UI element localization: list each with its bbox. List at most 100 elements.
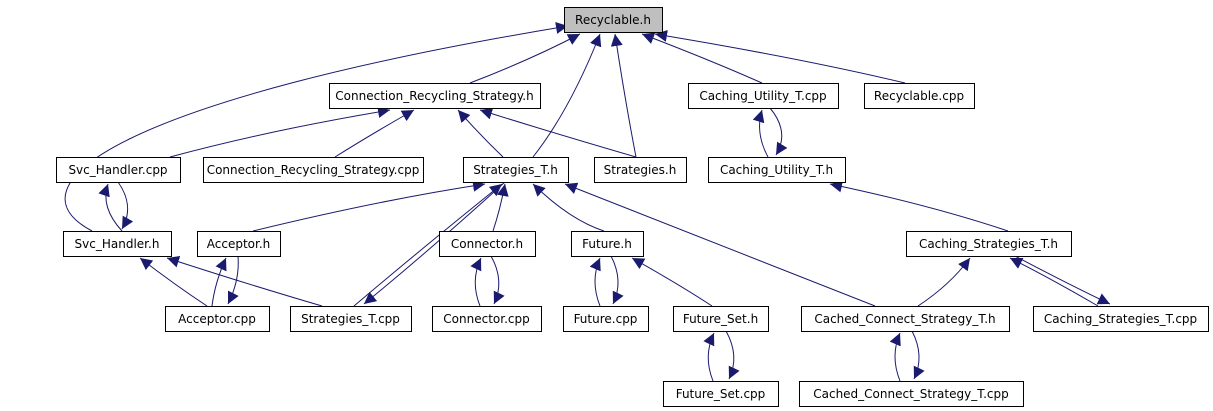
node-box <box>708 157 846 183</box>
node-label: Future_Set.h <box>683 312 758 326</box>
edge-svc-handler-h-to-svc-handler-cpp <box>98 183 123 232</box>
edge-caching-utility-cpp-to-caching-utility-h <box>769 107 788 156</box>
node-label: Future.h <box>582 237 632 251</box>
node-box <box>799 381 1024 407</box>
node-label: Caching_Utility_T.h <box>720 163 833 177</box>
node-strategies-t-cpp[interactable]: Strategies_T.cpp <box>290 306 412 332</box>
edge-conn-recycling-cpp-to-conn-recycling-h <box>334 109 415 158</box>
node-box <box>463 157 569 183</box>
edge-cached-connect-cpp-to-cached-connect-h <box>889 332 901 382</box>
edge-recyclable-cpp-to-recyclable-h <box>654 30 906 84</box>
node-conn-recycling-cpp[interactable]: Connection_Recycling_Strategy.cpp <box>203 157 424 183</box>
edge-caching-utility-cpp-to-recyclable-h <box>641 32 763 84</box>
edge-connector-h-to-strategies-t-h <box>492 183 509 232</box>
node-box <box>663 381 779 407</box>
edge-strategies-t-h-to-strategies-t-cpp <box>363 181 506 305</box>
node-label: Caching_Utility_T.cpp <box>699 89 826 103</box>
edge-future-set-cpp-to-future-set-h <box>703 332 715 382</box>
node-conn-recycling-h[interactable]: Connection_Recycling_Strategy.h <box>329 83 541 109</box>
node-box <box>165 306 270 332</box>
edge-strategies-t-h-to-recyclable-h <box>532 33 602 158</box>
edge-cached-connect-h-to-strategies-t-h <box>564 182 876 307</box>
node-future-h[interactable]: Future.h <box>571 231 644 257</box>
node-acceptor-h[interactable]: Acceptor.h <box>197 231 281 257</box>
node-svc-handler-h[interactable]: Svc_Handler.h <box>63 231 172 257</box>
node-caching-utility-cpp[interactable]: Caching_Utility_T.cpp <box>688 83 839 109</box>
node-caching-strategies-cpp[interactable]: Caching_Strategies_T.cpp <box>1033 306 1209 332</box>
node-label: Acceptor.cpp <box>178 312 256 326</box>
node-strategies-t-h[interactable]: Strategies_T.h <box>463 157 569 183</box>
node-connector-cpp[interactable]: Connector.cpp <box>432 306 542 332</box>
edge-svc-handler-h-to-recyclable-h <box>64 22 569 232</box>
nodes-layer: Recyclable.hConnection_Recycling_Strateg… <box>56 7 1209 407</box>
node-acceptor-cpp[interactable]: Acceptor.cpp <box>165 306 270 332</box>
node-label: Future.cpp <box>574 312 638 326</box>
node-future-cpp[interactable]: Future.cpp <box>563 306 649 332</box>
node-box <box>329 83 541 109</box>
node-label: Svc_Handler.h <box>75 237 160 251</box>
node-recyclable-h[interactable]: Recyclable.h <box>564 7 663 33</box>
node-box <box>673 306 769 332</box>
node-label: Future_Set.cpp <box>676 387 766 401</box>
edge-strategies-t-h-to-conn-recycling-h <box>457 109 504 158</box>
edge-strategies-h-to-conn-recycling-h <box>479 107 637 158</box>
node-cached-connect-cpp[interactable]: Cached_Connect_Strategy_T.cpp <box>799 381 1024 407</box>
node-label: Strategies.h <box>604 163 677 177</box>
node-box <box>197 231 281 257</box>
node-box <box>594 157 687 183</box>
node-box <box>864 83 975 109</box>
node-label: Cached_Connect_Strategy_T.cpp <box>813 387 1009 401</box>
node-box <box>63 231 172 257</box>
node-label: Connection_Recycling_Strategy.h <box>335 89 533 103</box>
edge-strategies-t-cpp-to-svc-handler-h <box>166 256 323 307</box>
edge-strategies-h-to-recyclable-h <box>610 33 637 158</box>
edge-cached-connect-h-to-cached-connect-cpp <box>911 330 925 380</box>
edges-layer <box>64 22 1111 382</box>
node-box <box>563 306 649 332</box>
edge-conn-recycling-h-to-recyclable-h <box>469 33 581 84</box>
node-box <box>1033 306 1209 332</box>
node-label: Recyclable.h <box>575 13 651 27</box>
edge-acceptor-cpp-to-acceptor-h <box>211 257 227 307</box>
node-svc-handler-cpp[interactable]: Svc_Handler.cpp <box>56 157 181 183</box>
node-box <box>439 231 536 257</box>
node-label: Strategies_T.h <box>473 163 558 177</box>
edge-caching-strategies-cpp-to-caching-strategies-h <box>1009 257 1099 307</box>
node-caching-strategies-h[interactable]: Caching_Strategies_T.h <box>906 231 1072 257</box>
edge-acceptor-h-to-strategies-t-h <box>252 179 486 232</box>
edge-future-cpp-to-future-h <box>589 257 601 307</box>
node-label: Recyclable.cpp <box>874 89 964 103</box>
node-strategies-h[interactable]: Strategies.h <box>594 157 687 183</box>
edge-caching-strategies-h-to-caching-utility-h <box>829 180 1009 232</box>
node-label: Connection_Recycling_Strategy.cpp <box>207 163 420 177</box>
edge-connector-h-to-connector-cpp <box>490 255 505 305</box>
edge-connector-cpp-to-connector-h <box>470 257 482 307</box>
node-label: Caching_Strategies_T.h <box>919 237 1058 251</box>
node-future-set-cpp[interactable]: Future_Set.cpp <box>663 381 779 407</box>
node-label: Cached_Connect_Strategy_T.h <box>814 312 995 326</box>
edge-svc-handler-cpp-to-conn-recycling-h <box>169 106 391 158</box>
node-box <box>290 306 412 332</box>
node-box <box>688 83 839 109</box>
node-cached-connect-h[interactable]: Cached_Connect_Strategy_T.h <box>801 306 1010 332</box>
node-recyclable-cpp[interactable]: Recyclable.cpp <box>864 83 975 109</box>
node-label: Caching_Strategies_T.cpp <box>1044 312 1197 326</box>
node-box <box>571 231 644 257</box>
edge-future-h-to-strategies-t-h <box>532 183 605 232</box>
edge-acceptor-h-to-acceptor-cpp <box>227 255 239 305</box>
node-label: Connector.h <box>451 237 523 251</box>
node-box <box>432 306 542 332</box>
node-box <box>203 157 424 183</box>
node-label: Acceptor.h <box>207 237 271 251</box>
node-label: Svc_Handler.cpp <box>68 163 167 177</box>
edge-caching-strategies-h-to-caching-strategies-cpp <box>1014 255 1111 305</box>
node-caching-utility-h[interactable]: Caching_Utility_T.h <box>708 157 846 183</box>
edge-acceptor-cpp-to-svc-handler-h <box>139 257 208 307</box>
edge-future-h-to-future-cpp <box>610 255 624 305</box>
node-connector-h[interactable]: Connector.h <box>439 231 536 257</box>
edge-future-set-h-to-future-set-cpp <box>725 330 740 380</box>
node-future-set-h[interactable]: Future_Set.h <box>673 306 769 332</box>
node-label: Strategies_T.cpp <box>301 312 400 326</box>
node-box <box>564 7 663 33</box>
